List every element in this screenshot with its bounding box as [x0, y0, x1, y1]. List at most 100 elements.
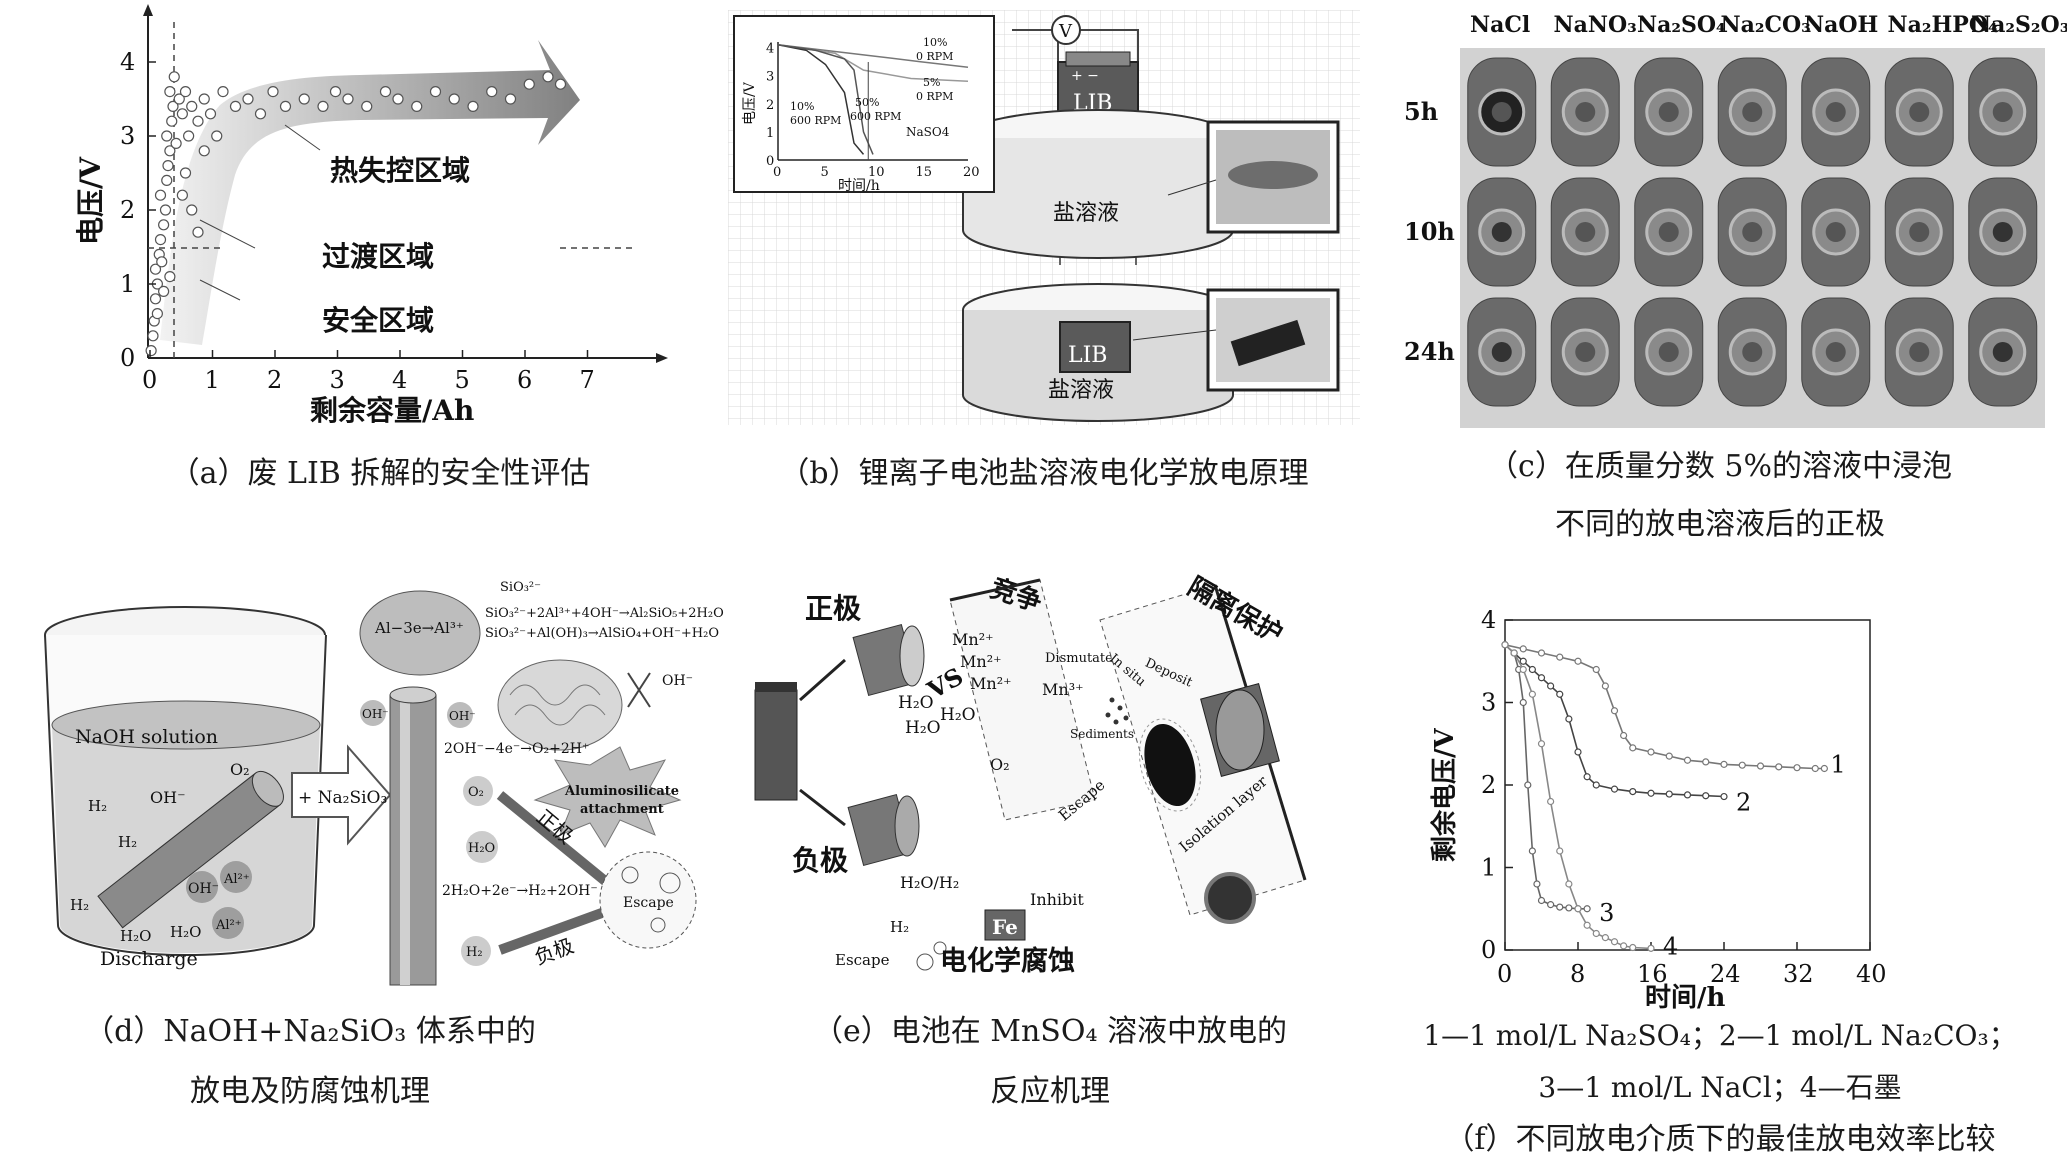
d-solution-label: NaOH solution	[75, 726, 218, 748]
f-series-marker	[1756, 762, 1765, 770]
d-fiber-disc	[497, 659, 623, 751]
c-cell-terminal-core	[1575, 222, 1596, 242]
b-inset-salt: NaSO4	[906, 125, 950, 139]
e-sed-dot-5	[1113, 719, 1119, 725]
panel-c-caption: （c）在质量分数 5%的溶液中浸泡 不同的放电溶液后的正极	[1488, 449, 1952, 542]
d-arrow-label: + Na₂SiO₃	[298, 788, 387, 808]
f-series-marker	[1738, 761, 1746, 769]
d-attach-1: Aluminosilicate	[564, 784, 679, 799]
f-series-marker	[1629, 943, 1637, 952]
a-data-point	[217, 85, 229, 98]
f-series-marker	[1524, 781, 1532, 789]
e-h2o-1: H₂O	[898, 693, 934, 713]
b-solution-top: 盐溶液	[1053, 201, 1119, 226]
e-isolation-ring	[1138, 718, 1202, 812]
e-protected-cylinder-end	[1215, 689, 1265, 771]
a-data-point	[198, 93, 210, 105]
f-series-marker	[1519, 657, 1527, 665]
a-data-point	[158, 285, 170, 297]
c-cell-terminal-core	[1742, 342, 1763, 362]
f-series-marker	[1592, 781, 1600, 789]
b-battery-bottom-label: LIB	[1068, 343, 1107, 368]
e-mn-3: Mn²⁺	[970, 674, 1012, 693]
c-cell-terminal-core	[1909, 342, 1930, 362]
f-series-marker	[1565, 880, 1573, 888]
d-h2o-bubble-text: H₂O	[468, 841, 495, 856]
c-cell-terminal-core	[1825, 102, 1846, 122]
b-battery-top-cap	[1065, 51, 1131, 67]
b-wire-right	[1078, 29, 1139, 70]
e-escape-2: Escape	[835, 951, 890, 969]
f-series-marker	[1775, 763, 1783, 771]
a-data-point	[467, 100, 479, 113]
b-inset-x-tick: 0	[773, 165, 781, 180]
a-y-tick-label: 4	[120, 48, 135, 76]
c-cell-terminal-core	[1825, 222, 1846, 242]
c-column-label: Na₂SO₄	[1637, 12, 1726, 38]
e-dismutate: Dismutate	[1045, 651, 1113, 666]
b-solution-bottom: 盐溶液	[1048, 378, 1114, 403]
d-o2-bubble-text: O₂	[468, 785, 484, 800]
f-series-marker	[1647, 944, 1655, 952]
e-compete-box	[949, 579, 1096, 821]
panel-d-caption: （d）NaOH+Na₂SiO₃ 体系中的 放电及防腐蚀机理	[84, 1014, 536, 1109]
d-pos-arrow	[496, 791, 614, 889]
a-data-point	[156, 256, 168, 268]
f-series-marker	[1565, 715, 1573, 723]
f-series-marker	[1547, 682, 1555, 690]
a-x-arrowhead	[656, 353, 668, 363]
f-series-marker	[1610, 785, 1619, 793]
a-data-point	[448, 93, 460, 105]
f-series-marker	[1683, 791, 1692, 799]
f-series-marker	[1501, 641, 1509, 649]
f-series-marker	[1820, 764, 1828, 773]
a-data-point	[554, 78, 567, 90]
a-data-point	[317, 100, 329, 113]
f-series-marker	[1574, 905, 1582, 913]
c-cell-terminal-core	[1658, 102, 1679, 122]
a-y-label: 电压/V	[74, 156, 107, 245]
a-data-point	[504, 93, 517, 105]
f-series-marker	[1528, 665, 1536, 674]
e-sed-dot-4	[1123, 715, 1129, 721]
b-photo-top-deposit	[1228, 161, 1318, 189]
panel-e-diagram: 正极 负极 竞争 Mn²⁺ Mn²⁺ Mn²⁺ VS H₂O H₂O H₂O O…	[754, 571, 1307, 977]
e-compete-bar	[949, 578, 1041, 602]
a-data-point	[149, 293, 162, 305]
b-inset-series-label: 600 RPM	[850, 110, 901, 123]
d-h2-b: H₂	[118, 833, 137, 851]
b-inset-y-tick: 2	[766, 98, 774, 113]
d-cylinder	[97, 770, 284, 929]
d-oh-ball	[186, 871, 218, 903]
e-h2o-2: H₂O	[905, 718, 941, 738]
c-row-label: 24h	[1404, 337, 1455, 366]
d-eq2: SiO₃²⁻	[500, 580, 541, 595]
a-data-point	[176, 189, 188, 201]
c-cell-terminal-core	[1491, 342, 1512, 362]
e-pos-arrow	[799, 658, 846, 702]
e-inhibit: Inhibit	[1030, 890, 1084, 909]
d-eq5: 2OH⁻−4e⁻→O₂+2H⁺	[444, 741, 589, 757]
c-cell-terminal-core	[1992, 222, 2013, 242]
a-data-point	[429, 85, 442, 98]
f-y-tick-label: 4	[1481, 606, 1496, 634]
c-cell-terminal-core	[1491, 222, 1512, 242]
a-data-point	[147, 330, 159, 342]
a-region-safe: 安全区域	[322, 304, 434, 337]
d-neg-arrow	[498, 905, 612, 955]
panel-a-caption: （a）废 LIB 拆解的安全性评估	[169, 456, 591, 491]
f-series-marker	[1647, 789, 1655, 797]
f-series-marker	[1537, 896, 1546, 905]
b-photo-top-leader	[1167, 179, 1217, 196]
f-series-label: 2	[1736, 789, 1751, 817]
c-cell-terminal-core	[1825, 342, 1846, 362]
a-x-label: 剩余容量/Ah	[310, 394, 474, 427]
panel-e: 正极 负极 竞争 Mn²⁺ Mn²⁺ Mn²⁺ VS H₂O H₂O H₂O O…	[740, 570, 1360, 990]
f-series-marker	[1583, 773, 1591, 781]
a-data-point	[173, 93, 185, 105]
f-series-marker	[1702, 758, 1710, 766]
a-data-point	[192, 226, 204, 238]
f-y-tick-label: 1	[1481, 854, 1496, 882]
